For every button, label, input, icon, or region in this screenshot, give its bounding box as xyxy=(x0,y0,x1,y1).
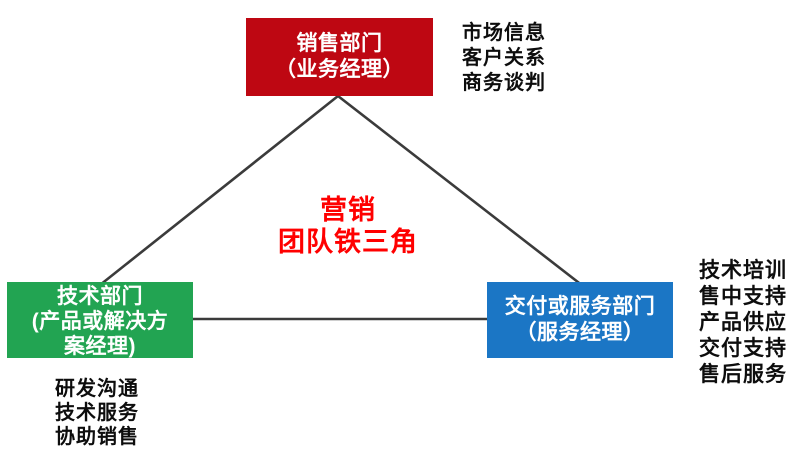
edge-sales-to-delivery xyxy=(336,94,585,288)
sales-node-role: （业务经理） xyxy=(275,58,404,81)
sales-annotation-item: 市场信息 xyxy=(462,22,546,44)
tech-node-name: 技术部门 xyxy=(57,285,143,308)
diagram-title: 营销 团队铁三角 xyxy=(248,194,448,258)
tech-annotation-item: 协助销售 xyxy=(55,426,139,448)
tech-department-node: 技术部门 (产品或解决方 案经理) xyxy=(7,282,193,358)
tech-node-role-line2: 案经理) xyxy=(64,335,136,358)
tech-annotation-item: 研发沟通 xyxy=(55,378,139,400)
delivery-node-name: 交付或服务部门 xyxy=(504,295,656,318)
delivery-annotation-item: 技术培训 xyxy=(699,259,787,282)
tech-annotation-item: 技术服务 xyxy=(55,402,139,424)
delivery-annotation-item: 交付支持 xyxy=(699,337,787,360)
sales-department-node: 销售部门 （业务经理） xyxy=(246,18,433,96)
delivery-annotation-list: 技术培训 售中支持 产品供应 交付支持 售后服务 xyxy=(699,258,787,388)
sales-annotation-list: 市场信息 客户关系 商务谈判 xyxy=(462,21,546,96)
delivery-annotation-item: 售中支持 xyxy=(699,285,787,308)
delivery-node-role: （服务经理） xyxy=(515,321,645,344)
delivery-department-node: 交付或服务部门 （服务经理） xyxy=(487,282,673,358)
tech-annotation-list: 研发沟通 技术服务 协助销售 xyxy=(55,377,139,449)
sales-annotation-item: 客户关系 xyxy=(462,47,546,69)
edge-sales-to-tech xyxy=(98,94,340,287)
tech-node-role-line1: (产品或解决方 xyxy=(31,310,169,333)
sales-annotation-item: 商务谈判 xyxy=(462,72,546,94)
diagram-title-line2: 团队铁三角 xyxy=(278,227,418,257)
delivery-annotation-item: 产品供应 xyxy=(699,311,787,334)
sales-node-name: 销售部门 xyxy=(296,32,383,55)
delivery-annotation-item: 售后服务 xyxy=(699,363,787,386)
diagram-title-line1: 营销 xyxy=(320,195,376,225)
